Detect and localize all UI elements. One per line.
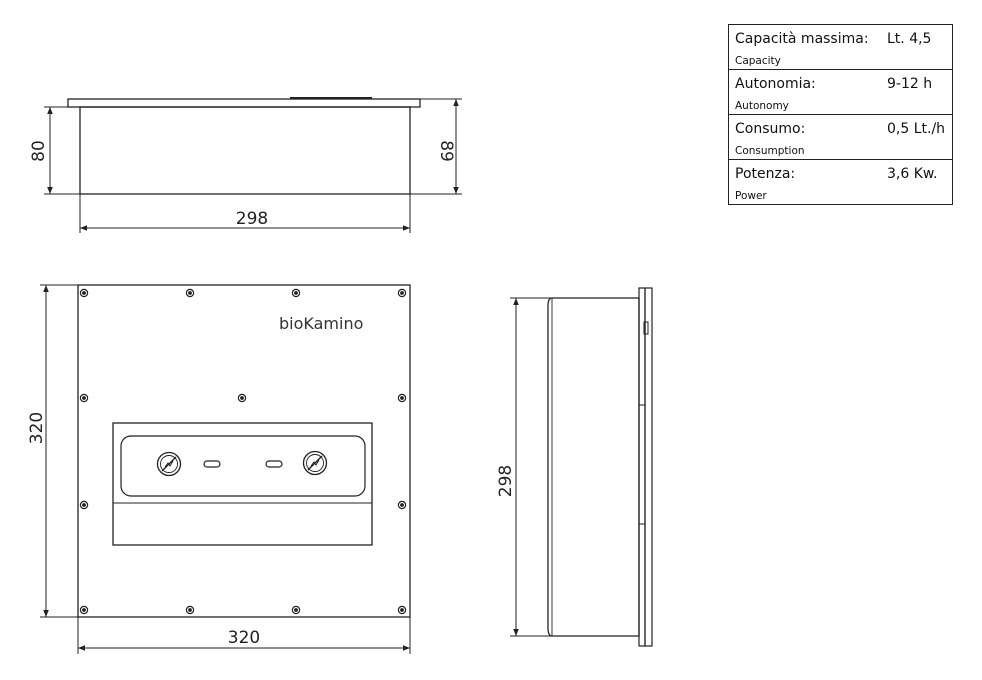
screw-icon xyxy=(79,393,89,403)
spec-label-en: Capacity xyxy=(735,55,781,67)
spec-label: Potenza: xyxy=(735,166,796,182)
top-view xyxy=(44,97,462,233)
screw-icon xyxy=(291,605,301,615)
screw-icon xyxy=(397,605,407,615)
knob-right-icon xyxy=(302,450,328,476)
screw-icon xyxy=(79,500,89,510)
front-plate xyxy=(77,284,411,618)
screw-icon xyxy=(79,605,89,615)
screw-icon xyxy=(291,288,301,298)
spec-label: Autonomia: xyxy=(735,76,816,92)
spec-label: Consumo: xyxy=(735,121,806,137)
spec-table: Capacità massima: Lt. 4,5 Capacity Auton… xyxy=(728,24,953,205)
burner-housing xyxy=(112,422,373,546)
dim-top-width: 298 xyxy=(236,209,268,229)
dim-front-height: 320 xyxy=(27,412,47,444)
spec-label-en: Autonomy xyxy=(735,100,789,112)
burner-panel xyxy=(120,435,366,497)
spec-row-consumption: Consumo: 0,5 Lt./h Consumption xyxy=(728,114,953,160)
top-lid xyxy=(67,98,421,108)
spec-value: 0,5 Lt./h xyxy=(887,121,946,137)
side-body xyxy=(547,297,640,637)
brand-logo: bioKamino xyxy=(279,314,363,333)
spec-row-autonomy: Autonomia: 9-12 h Autonomy xyxy=(728,69,953,115)
spec-value: 3,6 Kw. xyxy=(887,166,938,182)
front-screws xyxy=(79,288,407,615)
dim-front-width: 320 xyxy=(228,628,260,648)
burner-slot-right xyxy=(265,460,283,468)
spec-label-en: Power xyxy=(735,190,767,202)
dim-top-left-height: 80 xyxy=(29,140,49,162)
screw-icon xyxy=(397,393,407,403)
knob-left-icon xyxy=(156,451,182,477)
side-view xyxy=(510,287,653,647)
spec-value: 9-12 h xyxy=(887,76,933,92)
screw-icon xyxy=(397,500,407,510)
spec-label: Capacità massima: xyxy=(735,31,869,47)
screw-icon xyxy=(185,605,195,615)
dim-side-height: 298 xyxy=(496,465,516,497)
dim-top-right-height: 89 xyxy=(436,140,456,162)
spec-row-power: Potenza: 3,6 Kw. Power xyxy=(728,159,953,205)
spec-row-capacity: Capacità massima: Lt. 4,5 Capacity xyxy=(728,24,953,70)
screw-icon xyxy=(79,288,89,298)
spec-value: Lt. 4,5 xyxy=(887,31,932,47)
side-flange xyxy=(638,287,646,647)
spec-label-en: Consumption xyxy=(735,145,805,157)
screw-icon xyxy=(397,288,407,298)
screw-icon xyxy=(237,393,247,403)
burner-slot-left xyxy=(203,460,221,468)
top-body xyxy=(79,106,411,195)
front-view xyxy=(40,284,411,654)
screw-icon xyxy=(185,288,195,298)
